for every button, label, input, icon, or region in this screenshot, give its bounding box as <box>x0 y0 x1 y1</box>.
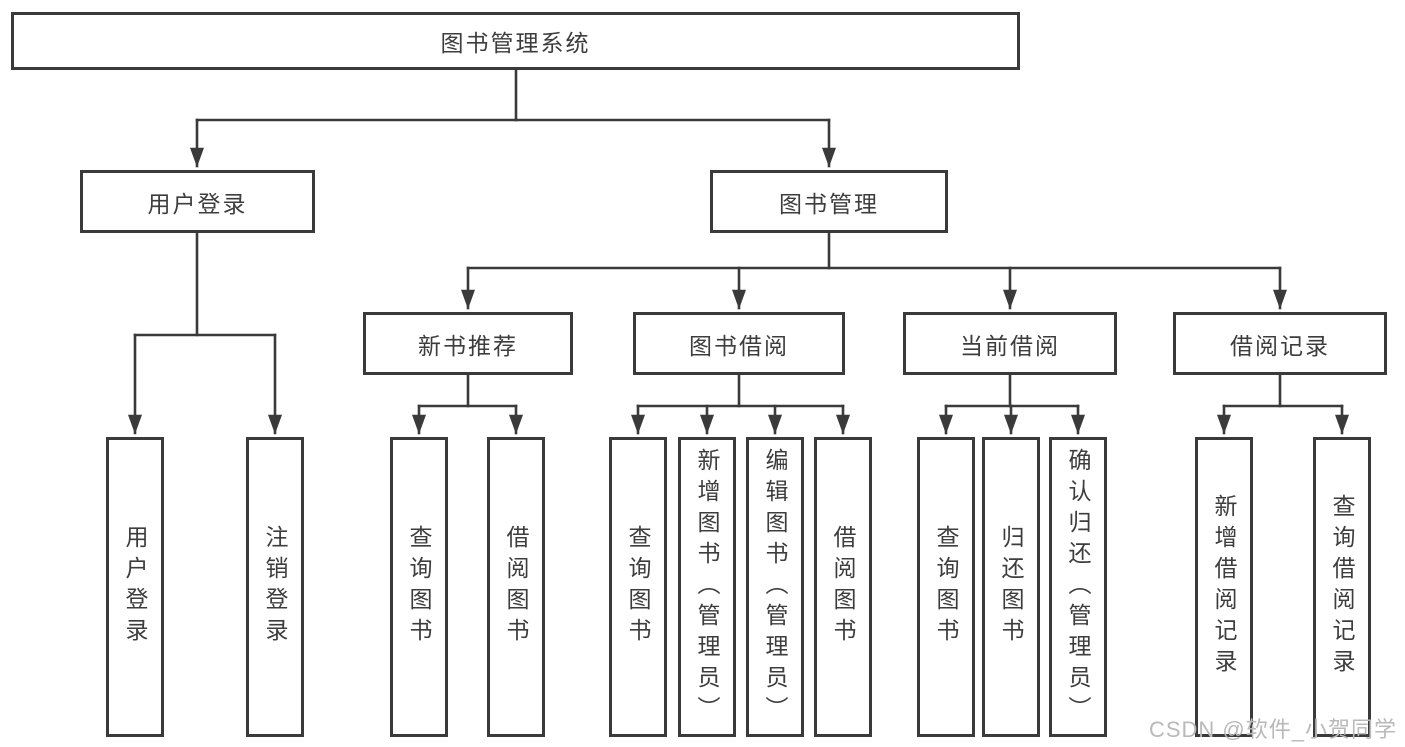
leaf-borrow-borrow-book: 借阅图书 <box>814 437 872 737</box>
connector-current-borrow-to-leaves <box>939 373 1085 435</box>
leaf-borrow-edit-book-admin: 编辑图书（管理员） <box>746 437 804 737</box>
node-borrow-record: 借阅记录 <box>1173 312 1387 375</box>
leaf-logout: 注销登录 <box>246 437 304 737</box>
leaf-user-login: 用户登录 <box>106 437 164 737</box>
connector-book-borrow-to-leaves <box>631 373 850 435</box>
leaf-current-confirm-return-admin: 确认归还（管理员） <box>1049 437 1107 737</box>
leaf-recommend-query-book: 查询图书 <box>390 437 448 737</box>
leaf-borrow-query-book: 查询图书 <box>609 437 667 737</box>
connector-book-mgmt-to-level3 <box>461 231 1287 310</box>
connector-root-to-level2 <box>190 68 836 168</box>
csdn-watermark: CSDN @软件_小贺同学 <box>1148 717 1397 742</box>
node-new-book-recommend: 新书推荐 <box>363 312 573 375</box>
leaf-record-add-record: 新增借阅记录 <box>1195 437 1253 737</box>
leaf-current-query-book: 查询图书 <box>917 437 975 737</box>
node-user-login: 用户登录 <box>80 170 315 233</box>
node-book-borrow: 图书借阅 <box>633 312 845 375</box>
node-book-management: 图书管理 <box>710 170 948 233</box>
leaf-borrow-add-book-admin: 新增图书（管理员） <box>678 437 736 737</box>
leaf-current-return-book: 归还图书 <box>982 437 1040 737</box>
connector-borrow-record-to-leaves <box>1217 373 1349 435</box>
connector-user-login-to-leaves <box>128 231 282 435</box>
node-current-borrow: 当前借阅 <box>903 312 1117 375</box>
connector-new-book-rec-to-leaves <box>412 373 523 435</box>
leaf-recommend-borrow-book: 借阅图书 <box>487 437 545 737</box>
node-root-system: 图书管理系统 <box>11 12 1020 70</box>
leaf-record-query-record: 查询借阅记录 <box>1313 437 1371 737</box>
